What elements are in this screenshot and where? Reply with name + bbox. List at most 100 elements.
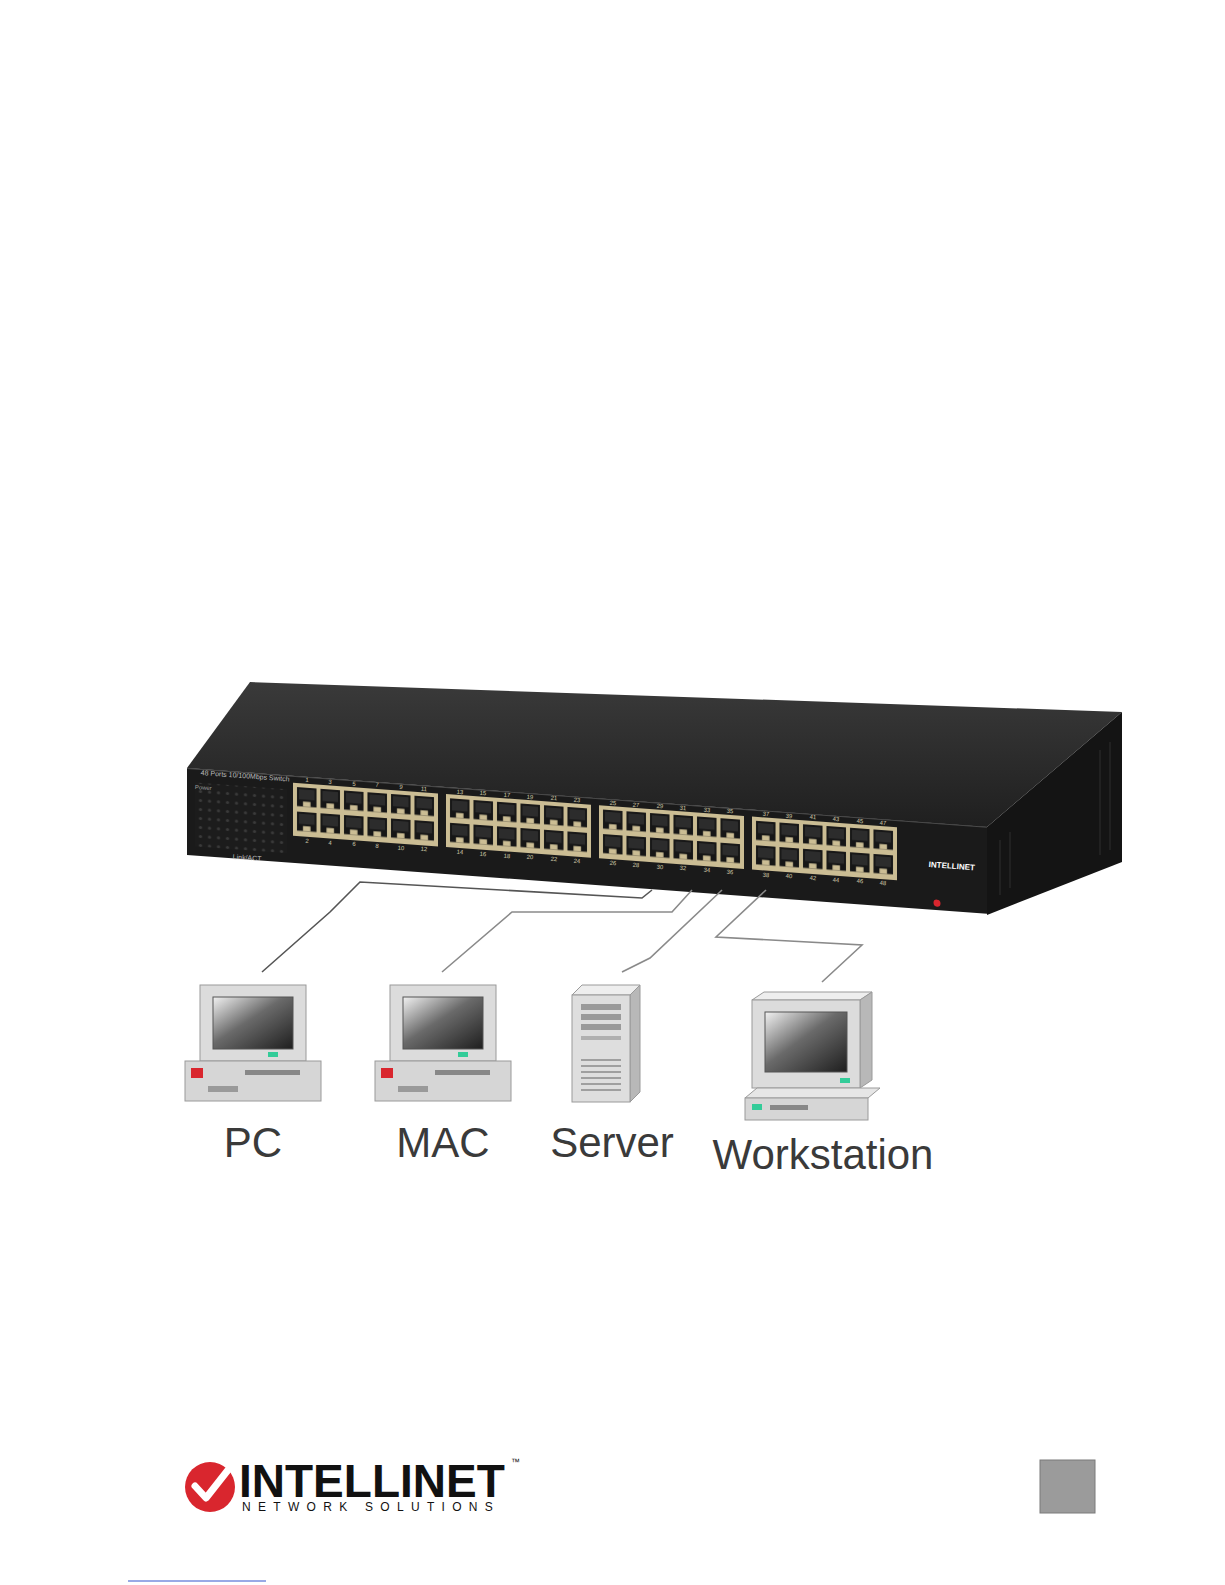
port-block-frame xyxy=(293,783,438,847)
drive-slot xyxy=(245,1070,300,1075)
grille-line xyxy=(581,1083,621,1085)
model-label: 48 Ports 10/100Mbps Switch xyxy=(200,769,289,783)
port-number: 33 xyxy=(697,806,717,813)
monitor-top xyxy=(752,992,872,1000)
port-block-frame xyxy=(446,794,591,858)
pc-node: PC xyxy=(180,972,326,1164)
front-panel xyxy=(187,768,987,914)
port-number: 2 xyxy=(297,837,317,844)
network-cable xyxy=(442,890,692,972)
switch-side xyxy=(987,712,1122,915)
port-grid xyxy=(448,796,589,855)
page-marker xyxy=(1040,1460,1095,1513)
grille xyxy=(581,1060,621,1090)
logo-check xyxy=(195,1470,228,1498)
port-number: 24 xyxy=(567,857,587,864)
device-label: Server xyxy=(536,1122,688,1164)
brand-tagline: NETWORK SOLUTIONS xyxy=(242,1501,500,1513)
desktop-case xyxy=(375,1061,511,1101)
port-block-frame xyxy=(599,805,744,869)
bay xyxy=(581,1004,621,1010)
power-button xyxy=(191,1068,203,1078)
port-number: 25 xyxy=(603,799,623,806)
mac-node: MAC xyxy=(370,972,516,1164)
port-number: 44 xyxy=(826,876,846,883)
port-number: 47 xyxy=(873,819,893,826)
logo-badge xyxy=(185,1462,235,1512)
port-number: 27 xyxy=(626,801,646,808)
port-number: 16 xyxy=(473,850,493,857)
mac-icon xyxy=(375,985,511,1101)
monitor-case xyxy=(752,1000,860,1088)
port-number: 19 xyxy=(520,793,540,800)
power-button xyxy=(381,1068,393,1078)
switch-front xyxy=(187,768,987,914)
monitor-case xyxy=(200,985,306,1061)
tower-side xyxy=(630,985,640,1102)
port-number: 8 xyxy=(367,842,387,849)
grille-line xyxy=(581,1059,621,1061)
monitor-screen xyxy=(213,997,293,1049)
vent xyxy=(999,840,1001,895)
port-number: 18 xyxy=(497,852,517,859)
status-led xyxy=(752,1104,762,1110)
drive-slot xyxy=(435,1070,490,1075)
grille-line xyxy=(581,1089,621,1091)
port-block-frame xyxy=(752,817,897,881)
bay xyxy=(581,1014,621,1020)
network-cable xyxy=(716,890,862,982)
drive-bay xyxy=(208,1086,238,1092)
brand-mark xyxy=(934,899,941,907)
brand-wordmark: INTELLINET xyxy=(239,1458,505,1504)
port-number: 4 xyxy=(320,839,340,846)
brand-label: INTELLINET xyxy=(928,861,975,872)
power-label: Power xyxy=(195,784,212,791)
tower-top xyxy=(572,985,640,995)
workstation-icon xyxy=(745,992,880,1120)
desktop-case xyxy=(185,1061,321,1101)
port-number: 10 xyxy=(391,844,411,851)
switch-unit: 48 Ports 10/100Mbps SwitchPowerLink/ACT I… xyxy=(187,768,987,890)
vent xyxy=(1099,750,1101,855)
port-number: 36 xyxy=(720,868,740,875)
bay xyxy=(581,1036,621,1040)
grille-line xyxy=(581,1065,621,1067)
base-top xyxy=(745,1088,880,1098)
port-number: 11 xyxy=(414,785,434,792)
network-cable xyxy=(622,890,722,972)
port-number: 5 xyxy=(344,780,364,787)
port-grid xyxy=(754,819,895,878)
pc-icon xyxy=(185,985,321,1101)
port-number: 13 xyxy=(450,788,470,795)
port-block xyxy=(599,805,744,869)
monitor-side xyxy=(860,992,872,1088)
grille-line xyxy=(581,1071,621,1073)
led-label: Link/ACT xyxy=(232,853,261,862)
workstation-node: Workstation xyxy=(700,982,946,1176)
port-number: 38 xyxy=(756,871,776,878)
port-block xyxy=(293,783,438,847)
power-led xyxy=(268,1052,278,1057)
device-label: Workstation xyxy=(700,1134,946,1176)
server-icon xyxy=(572,985,640,1102)
drive-bay xyxy=(398,1086,428,1092)
side-vents xyxy=(1000,742,1110,895)
trademark-sign: ™ xyxy=(511,1458,520,1467)
drive-slot xyxy=(770,1105,808,1110)
tower-front xyxy=(572,995,630,1102)
port-block xyxy=(446,794,591,858)
power-led xyxy=(458,1052,468,1057)
device-label: PC xyxy=(180,1122,326,1164)
monitor-case xyxy=(390,985,496,1061)
monitor-screen xyxy=(765,1012,847,1072)
grille-line xyxy=(581,1077,621,1079)
server-node: Server xyxy=(536,972,688,1164)
vent xyxy=(1009,832,1011,888)
port-number: 31 xyxy=(673,804,693,811)
port-number: 45 xyxy=(850,817,870,824)
port-grid xyxy=(295,785,436,844)
base-front xyxy=(745,1098,868,1120)
link-underline xyxy=(128,1581,266,1582)
